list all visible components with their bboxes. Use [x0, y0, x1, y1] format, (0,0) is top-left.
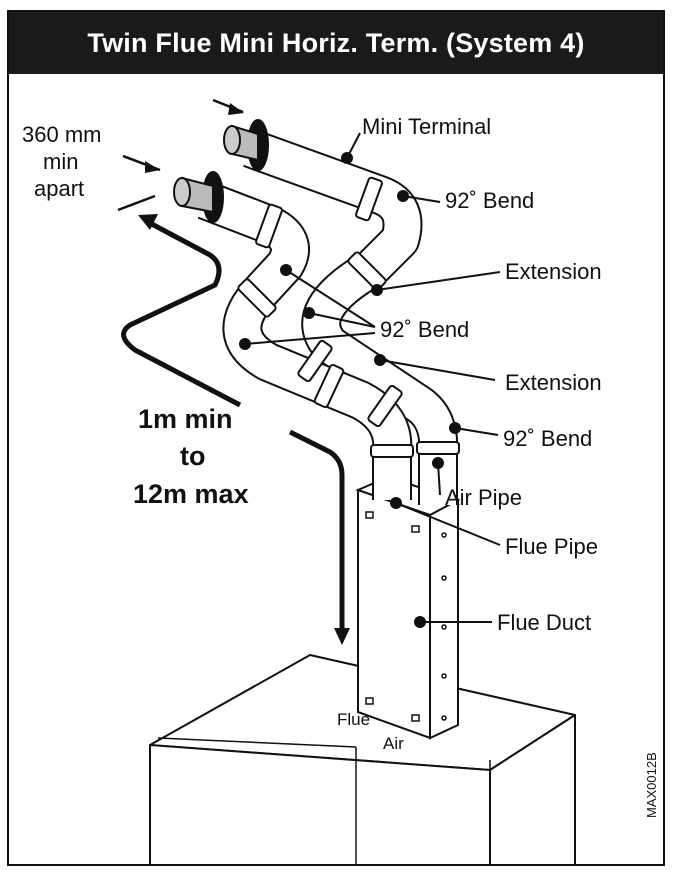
air-pipe-run — [243, 129, 459, 505]
drawing-code: MAX0012B — [644, 752, 659, 818]
flue-duct-label: Flue Duct — [497, 610, 591, 635]
mini-terminals — [173, 119, 269, 223]
mini-terminal-label: Mini Terminal — [362, 114, 491, 139]
title-bar: Twin Flue Mini Horiz. Term. (System 4) — [9, 12, 663, 74]
spacing-label-line2: min — [43, 149, 78, 174]
flue-connection-label: Flue — [337, 710, 370, 729]
length-label-line1: 1m min — [138, 404, 233, 434]
extension-upper-label: Extension — [505, 259, 602, 284]
air-connection-label: Air — [383, 734, 404, 753]
length-label-line3: 12m max — [133, 479, 249, 509]
spacing-arrowheads — [145, 103, 244, 173]
leader-lines — [239, 132, 501, 628]
bend-top-label: 92˚ Bend — [445, 188, 534, 213]
length-arrowheads — [138, 214, 350, 645]
pipe-couplings — [237, 176, 460, 458]
flue-pipe-run — [197, 181, 413, 500]
extension-lower-label: Extension — [505, 370, 602, 395]
flue-duct — [355, 475, 461, 740]
length-label-line2: to — [180, 441, 205, 471]
spacing-label-line3: apart — [34, 176, 84, 201]
length-arrow — [121, 219, 345, 630]
air-pipe-label: Air Pipe — [445, 485, 522, 510]
flue-pipe-label: Flue Pipe — [505, 534, 598, 559]
spacing-label-line1: 360 mm — [22, 122, 101, 147]
bend-middle-label: 92˚ Bend — [380, 317, 469, 342]
bend-lower-label: 92˚ Bend — [503, 426, 592, 451]
diagram-title: Twin Flue Mini Horiz. Term. (System 4) — [87, 27, 585, 58]
